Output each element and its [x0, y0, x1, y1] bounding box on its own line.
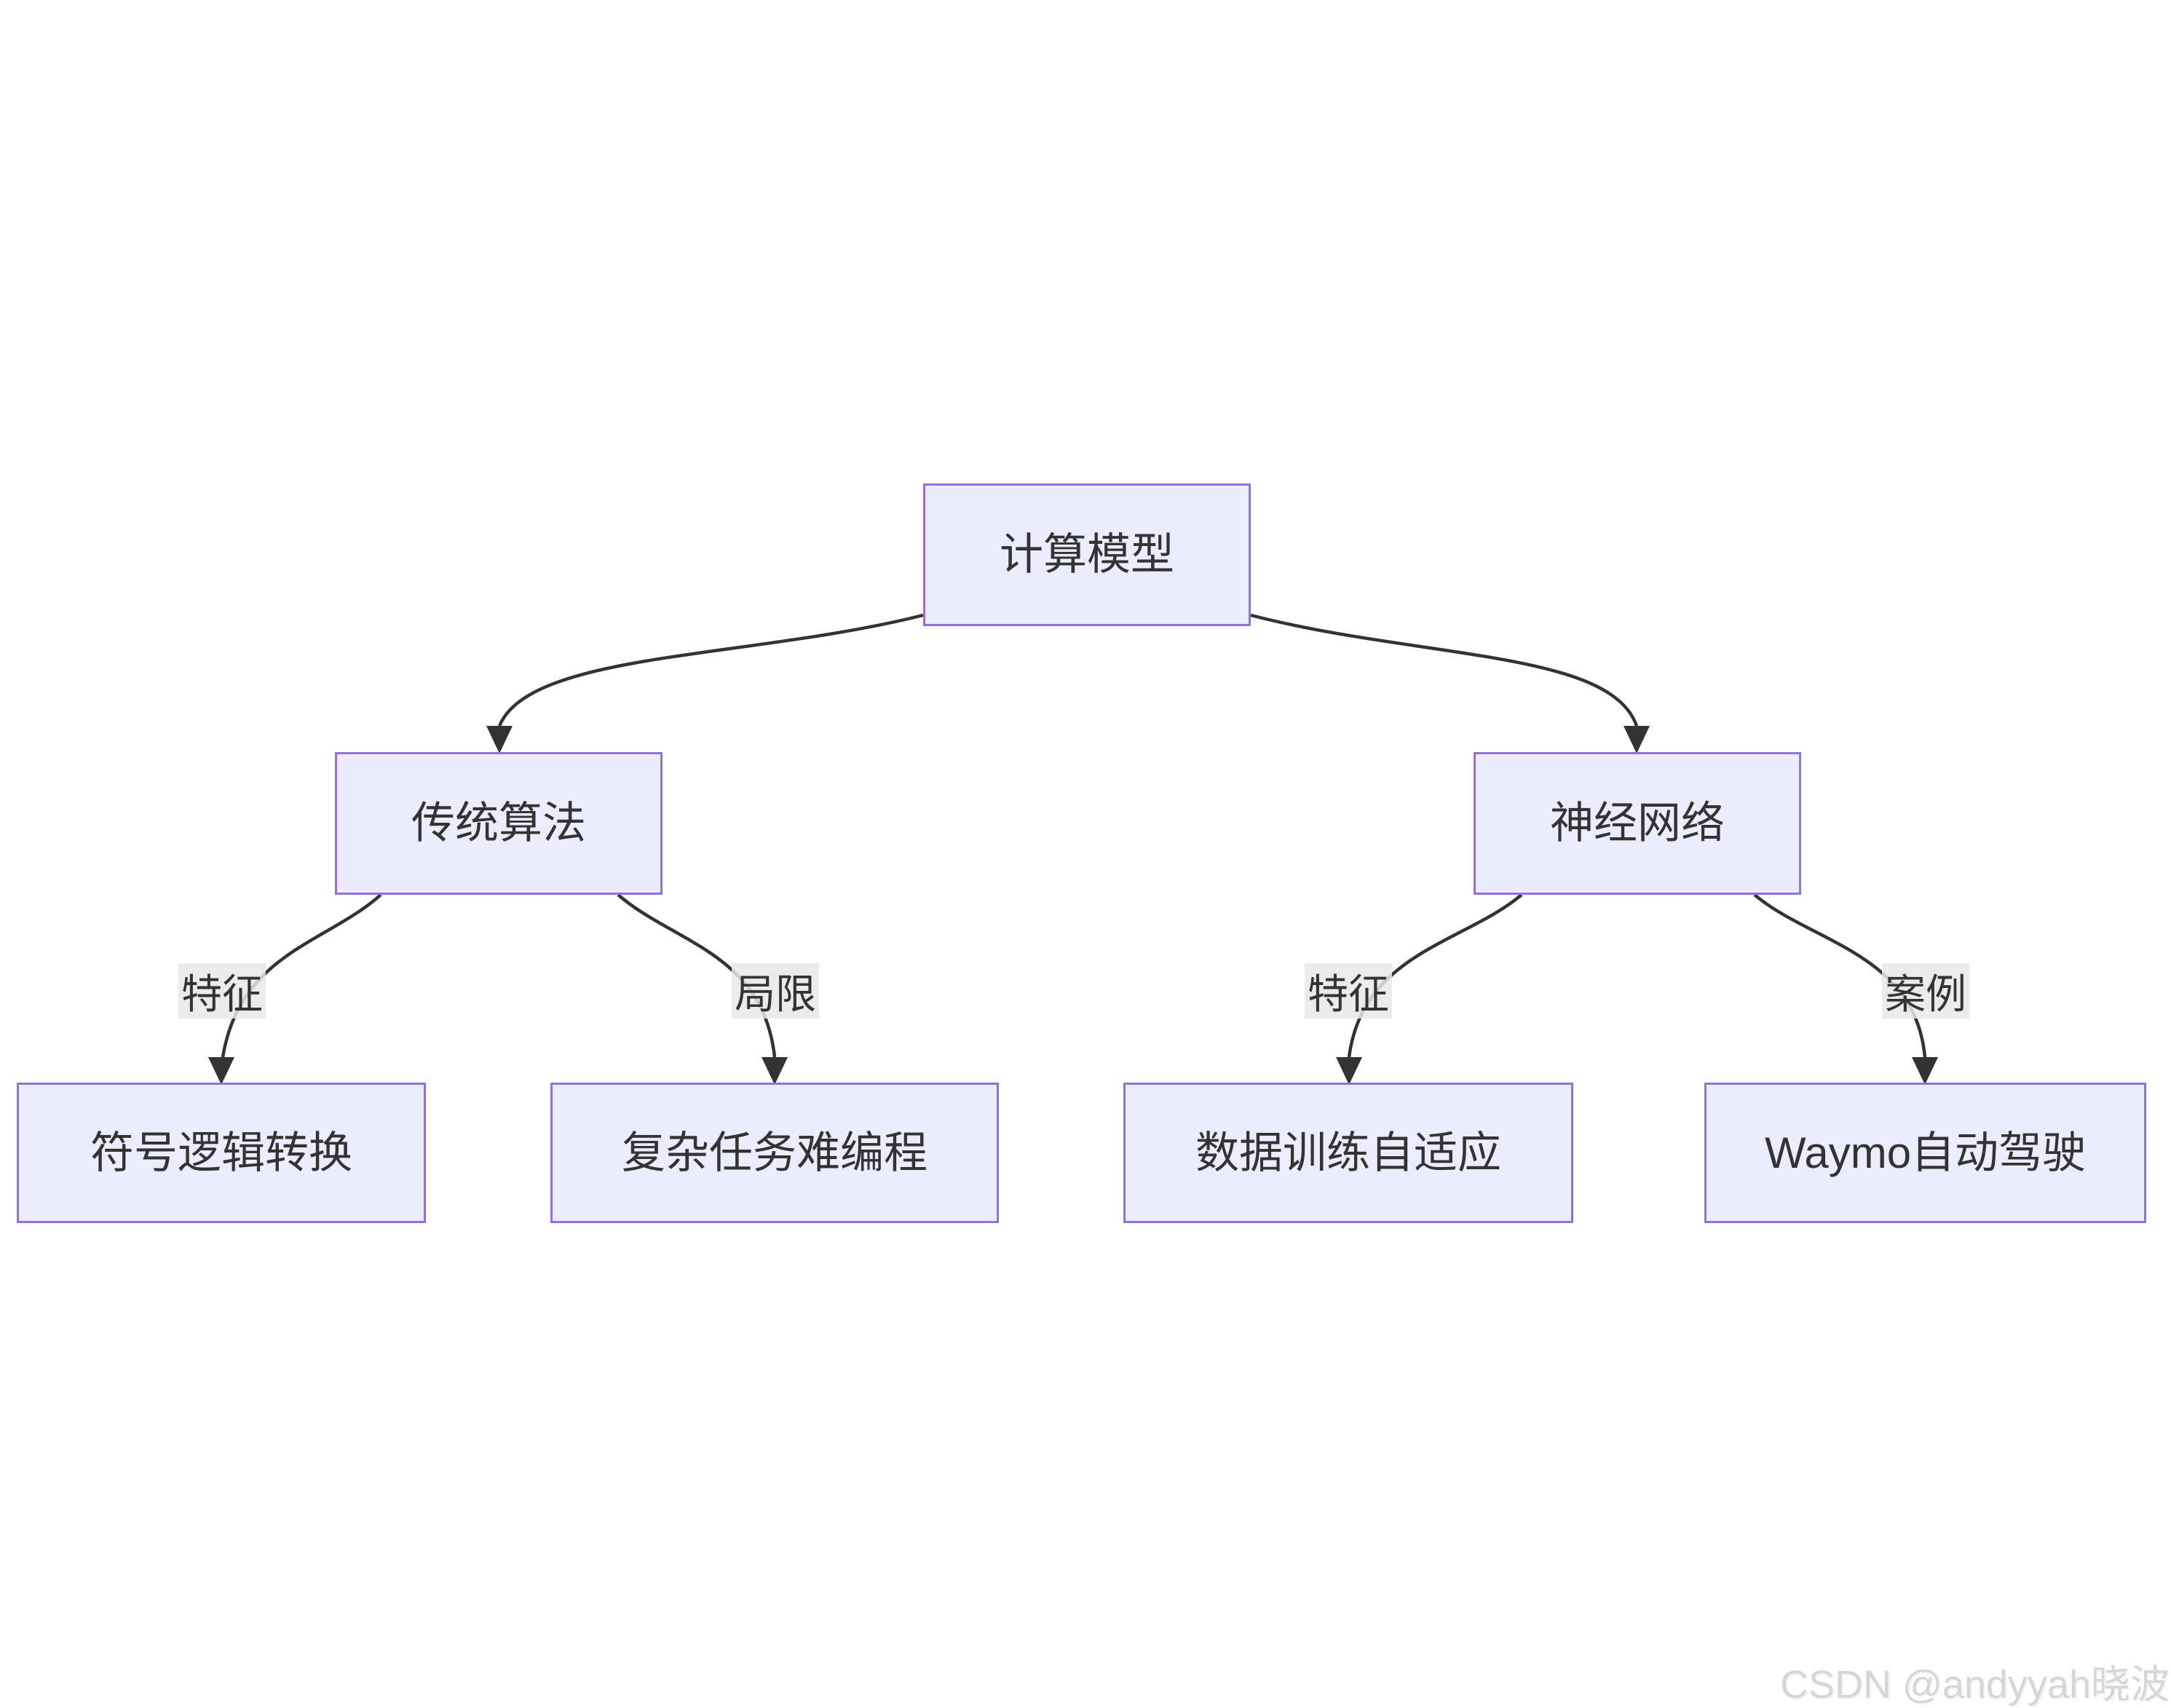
node-label: Waymo自动驾驶 [1764, 1128, 2087, 1177]
csdn-watermark: CSDN @andyyah晓波 [1780, 1662, 2170, 1707]
edge-label-text: 案例 [1885, 970, 1966, 1017]
flowchart-node-computing-model: 计算模型 [923, 483, 1251, 626]
flowchart-node-symbolic-logic: 符号逻辑转换 [17, 1083, 426, 1223]
node-label: 传统算法 [411, 799, 586, 847]
flowchart-node-waymo: Waymo自动驾驶 [1704, 1083, 2146, 1223]
arrowhead-complex [762, 1057, 788, 1085]
arrowhead-neural [1624, 726, 1650, 754]
flowchart-node-traditional-algorithm: 传统算法 [335, 752, 663, 895]
arrowhead-symbolic [208, 1057, 234, 1085]
node-label: 神经网络 [1550, 799, 1725, 847]
edge-label-text: 特征 [181, 970, 263, 1017]
node-label: 数据训练自适应 [1195, 1128, 1501, 1177]
edge-label-traditional-complex: 局限 [732, 963, 819, 1019]
arrowhead-traditional [486, 726, 513, 754]
node-label: 复杂任务难编程 [622, 1128, 928, 1177]
edge-label-traditional-symbolic: 特征 [178, 963, 266, 1019]
edge-label-text: 特征 [1308, 970, 1389, 1017]
edge-root-to-neural [1250, 613, 1639, 727]
flowchart-node-complex-task: 复杂任务难编程 [550, 1083, 999, 1223]
edge-root-to-traditional [497, 613, 924, 727]
edge-label-neural-datatrain: 特征 [1305, 963, 1392, 1019]
node-label: 计算模型 [1000, 530, 1174, 579]
arrowhead-datatrain [1336, 1057, 1362, 1085]
edge-traditional-to-complex [617, 893, 777, 1058]
flowchart-node-data-training: 数据训练自适应 [1123, 1083, 1573, 1223]
edge-traditional-to-symbolic [221, 893, 382, 1058]
edge-neural-to-datatrain [1347, 893, 1523, 1058]
flowchart-node-neural-network: 神经网络 [1474, 752, 1801, 895]
arrowhead-waymo [1912, 1057, 1938, 1085]
edge-neural-to-waymo [1753, 893, 1927, 1058]
edge-label-text: 局限 [735, 970, 816, 1017]
edge-label-neural-waymo: 案例 [1882, 963, 1969, 1019]
node-label: 符号逻辑转换 [90, 1128, 352, 1177]
